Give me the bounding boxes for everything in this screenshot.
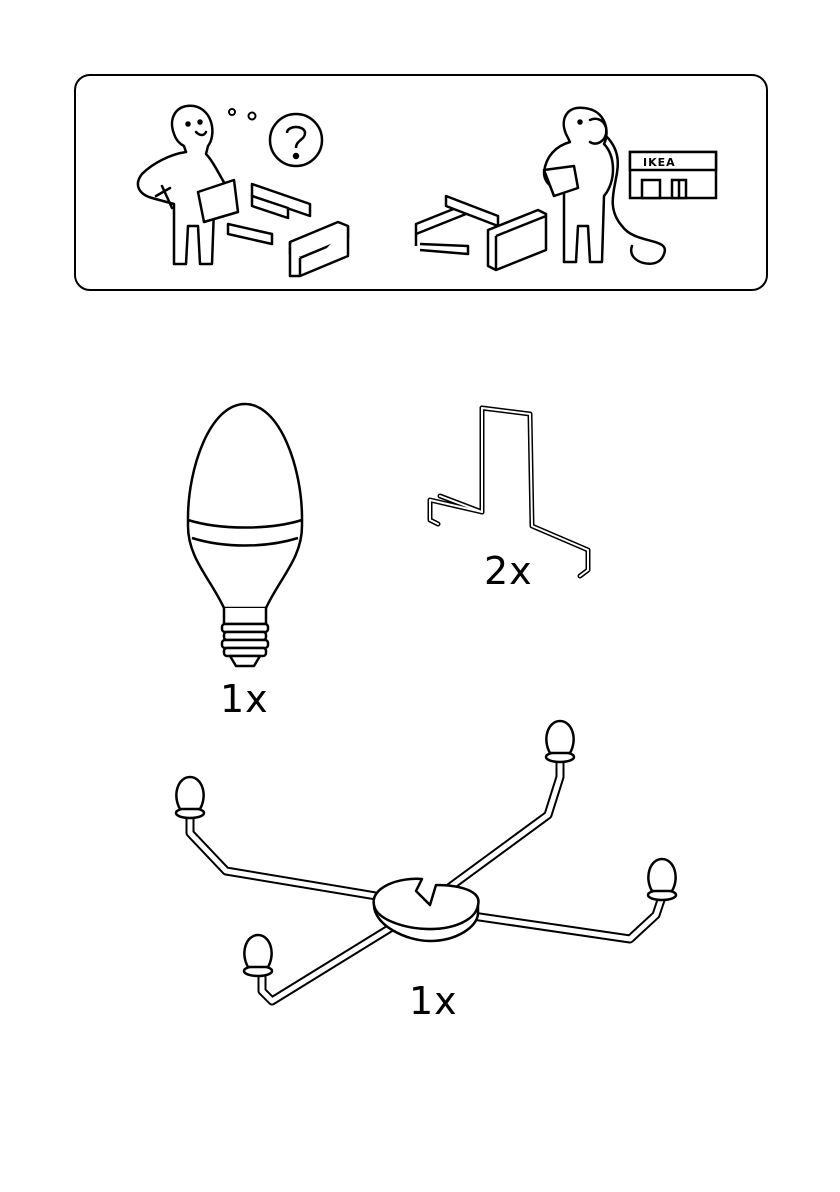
- led-bulb-icon: [180, 398, 310, 678]
- confused-person-icon: [138, 106, 238, 264]
- thought-dots-icon: [229, 109, 256, 120]
- bracket-quantity: 2x: [484, 552, 533, 590]
- furniture-parts-right-icon: [416, 196, 546, 270]
- help-illustration: IKEA: [76, 76, 770, 293]
- question-bubble-icon: [270, 114, 322, 166]
- frame-quantity: 1x: [409, 982, 458, 1020]
- bulb-quantity: 1x: [220, 680, 269, 718]
- ikea-store-icon: IKEA: [630, 152, 716, 198]
- help-contact-panel: IKEA: [74, 74, 768, 291]
- store-sign-text: IKEA: [643, 156, 676, 169]
- furniture-parts-left-icon: [228, 184, 348, 276]
